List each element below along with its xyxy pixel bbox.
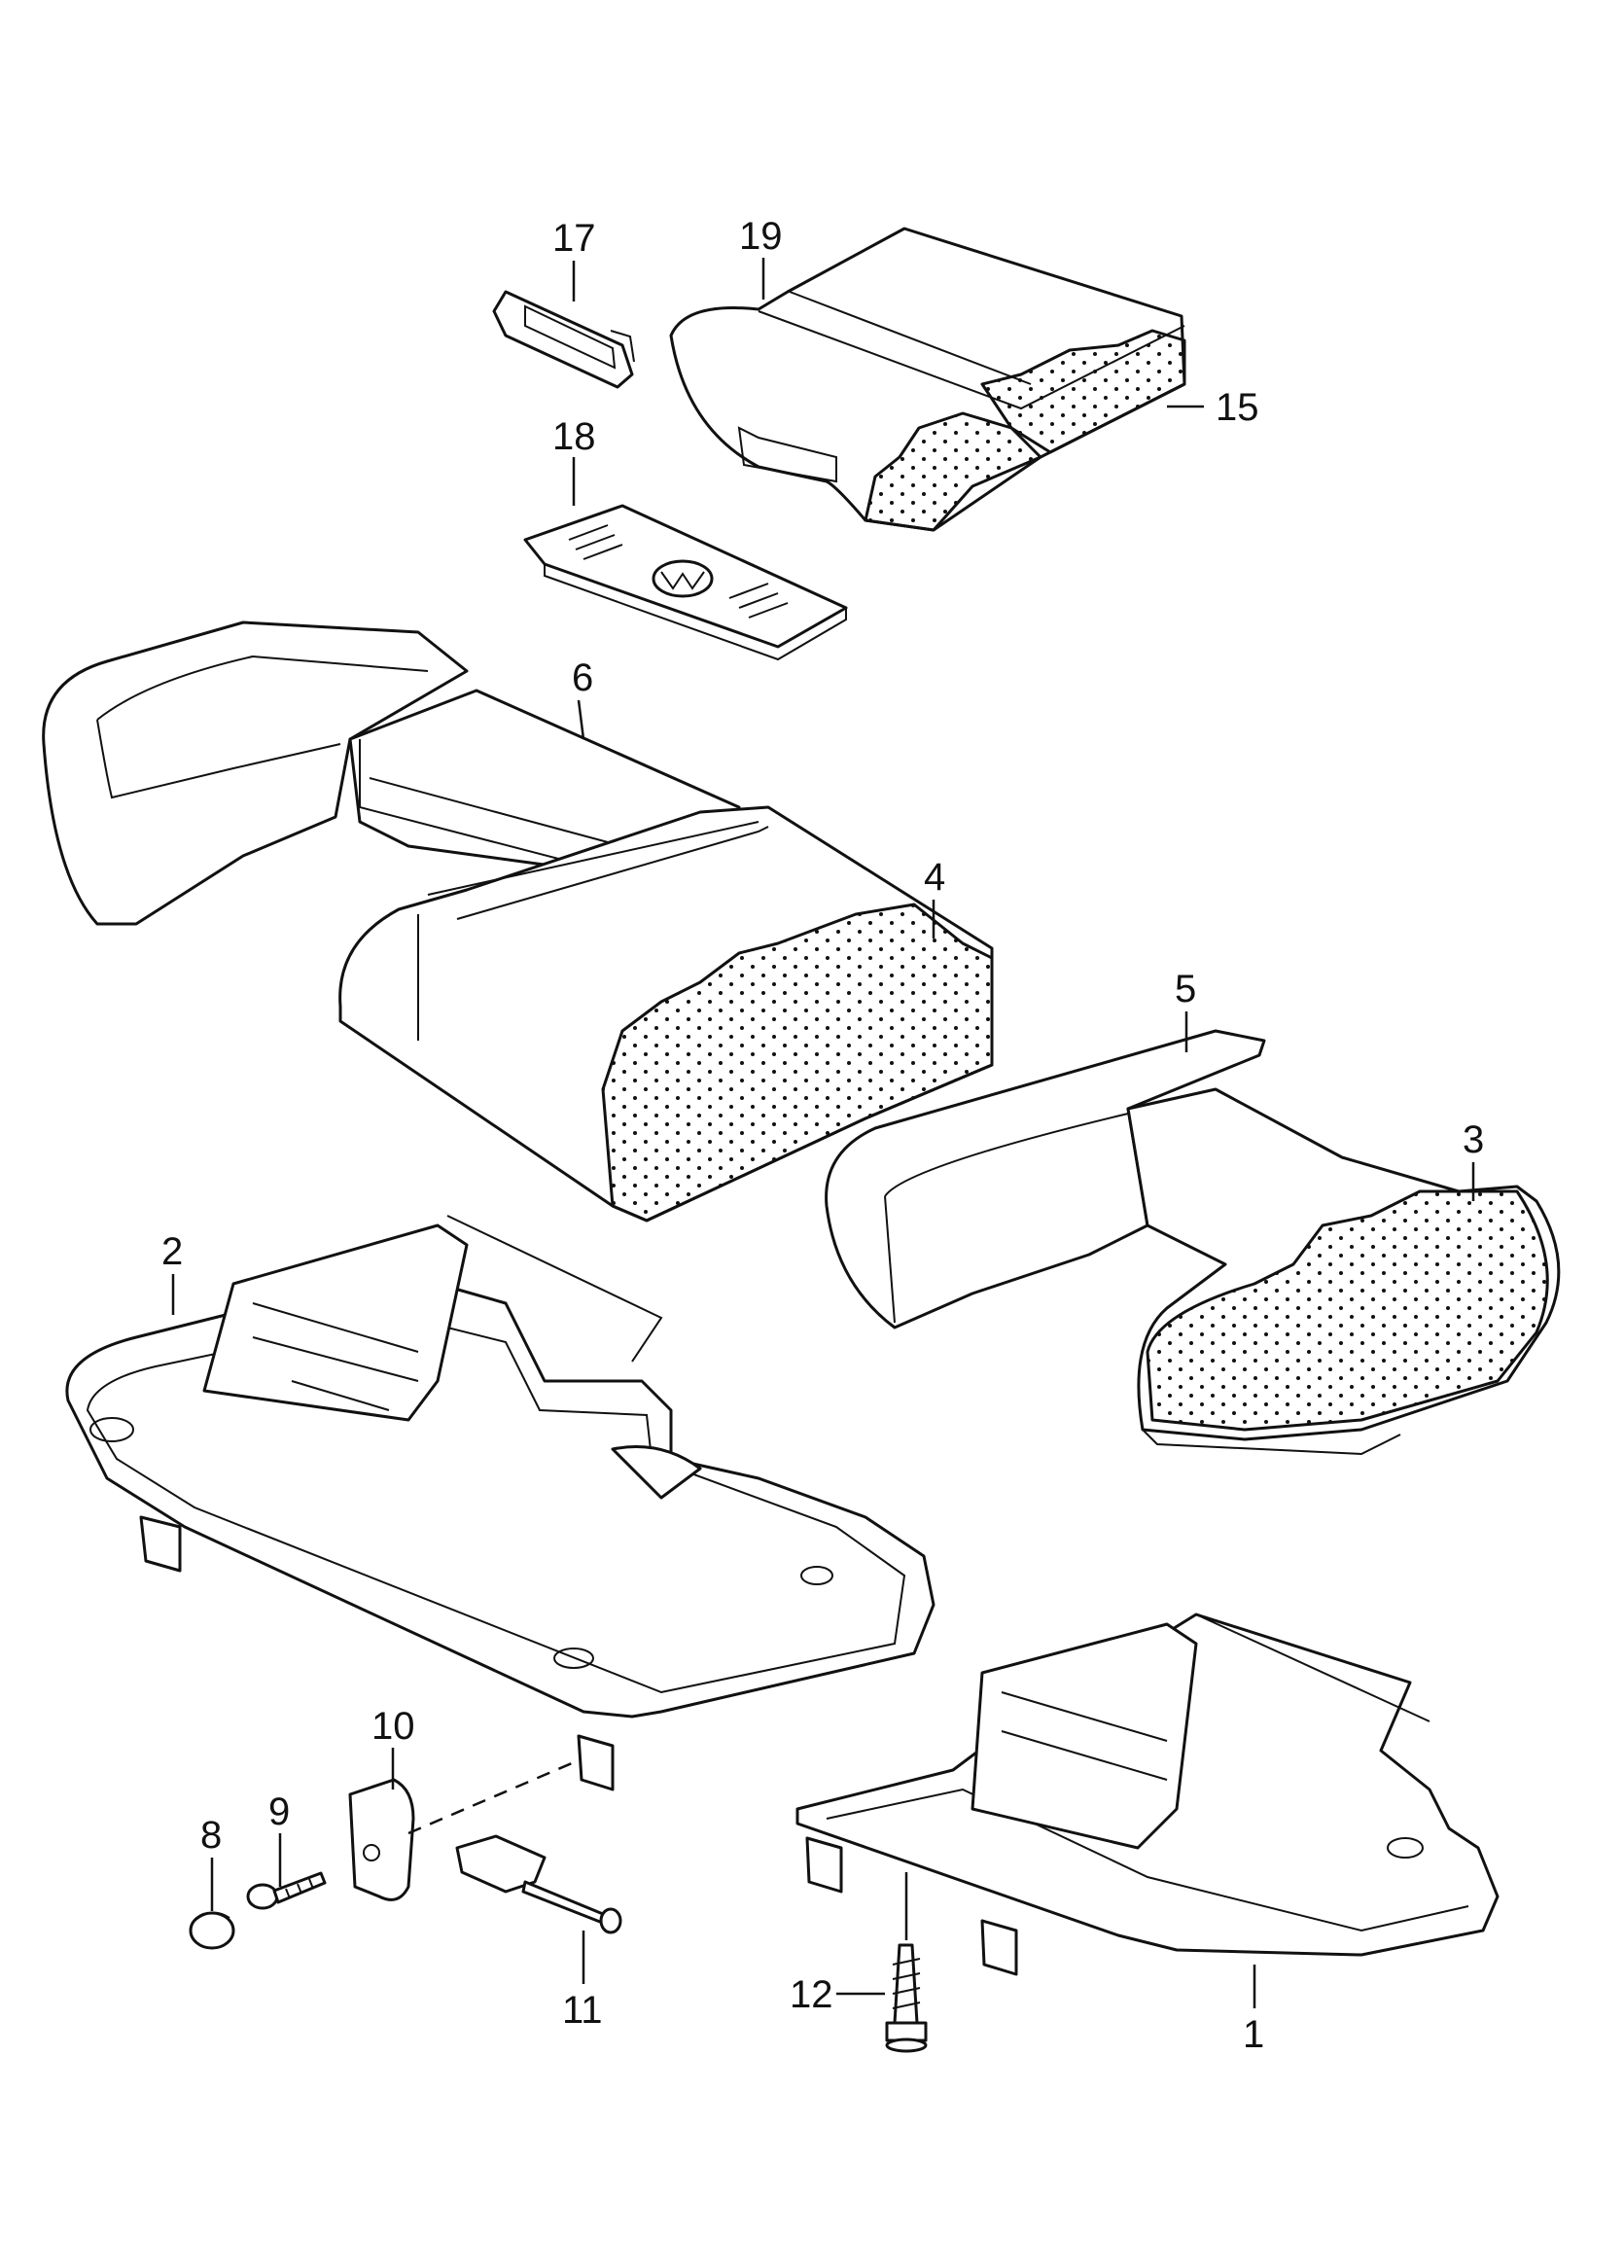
callout-8: 8 — [200, 1814, 222, 1857]
part-9-screw[interactable] — [246, 1871, 327, 1910]
leader-lines — [171, 258, 1475, 2008]
callout-4: 4 — [924, 856, 945, 899]
callout-2: 2 — [161, 1230, 183, 1273]
callout-12: 12 — [790, 1973, 833, 2016]
part-3-cushion[interactable] — [1126, 1087, 1561, 1456]
part-2-seat-frame[interactable] — [65, 1215, 936, 1791]
part-18-emblem-panel[interactable] — [523, 504, 848, 661]
part-1-seat-frame[interactable] — [795, 1612, 1500, 1976]
part-19-cushion[interactable] — [669, 227, 1186, 532]
part-17-clip[interactable] — [492, 290, 635, 389]
vw-emblem-icon — [652, 559, 714, 598]
callout-10: 10 — [371, 1705, 415, 1748]
callout-9: 9 — [268, 1790, 290, 1833]
part-6-cushion[interactable] — [42, 620, 741, 926]
callout-5: 5 — [1175, 968, 1196, 1010]
callout-15: 15 — [1216, 386, 1259, 429]
part-10-bracket[interactable] — [348, 1778, 415, 1901]
callout-11: 11 — [562, 1989, 603, 2032]
callout-1: 1 — [1243, 2013, 1264, 2056]
callout-17: 17 — [552, 217, 596, 260]
callout-6: 6 — [572, 656, 593, 699]
part-12-screw[interactable] — [885, 1943, 928, 2053]
callout-3: 3 — [1463, 1118, 1484, 1161]
part-4-cushion[interactable] — [338, 805, 994, 1223]
callout-labels: 17 19 15 18 6 4 5 3 2 10 9 8 11 12 1 — [161, 215, 1484, 2056]
callout-18: 18 — [552, 415, 596, 458]
part-8-cap[interactable] — [189, 1911, 235, 1950]
callout-19: 19 — [739, 215, 783, 258]
part-11-bolt[interactable] — [455, 1834, 622, 1934]
